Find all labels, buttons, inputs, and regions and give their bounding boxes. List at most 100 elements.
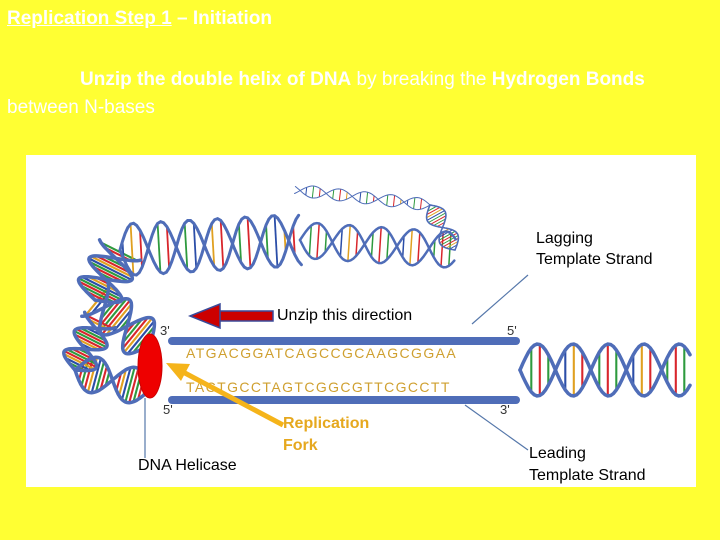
- base-pair-rung: [126, 320, 155, 355]
- base-pair-rung: [338, 189, 342, 201]
- subtitle-part-2: by breaking the: [351, 69, 492, 90]
- base-pair-rung: [73, 330, 107, 349]
- base-pair-rung: [428, 212, 446, 223]
- replication-fork-label: Replication Fork: [283, 415, 374, 454]
- base-pair-rung: [426, 206, 441, 216]
- base-pair-rung: [449, 244, 458, 250]
- base-pair-rung: [210, 223, 216, 267]
- base-pair-rung: [386, 231, 390, 260]
- base-pair-rung: [94, 361, 106, 392]
- helix-backbone: [118, 214, 303, 277]
- helix-backbone: [76, 238, 135, 302]
- base-pair-rung: [81, 276, 122, 298]
- unzip-direction-arrow: [187, 302, 274, 330]
- base-pair-rung: [355, 231, 359, 257]
- base-pair-rung: [400, 199, 402, 205]
- dna-helicase-label: DNA Helicase: [138, 457, 237, 474]
- base-pair-rung: [90, 255, 133, 278]
- base-pair-rung: [359, 192, 362, 203]
- bottom-strand-left-end: 5': [163, 402, 173, 417]
- base-pair-rung: [156, 223, 162, 273]
- base-pair-rung: [88, 257, 133, 281]
- subtitle-part-4: between N-bases: [7, 97, 155, 118]
- base-pair-rung: [115, 372, 123, 391]
- base-pair-rung: [427, 205, 437, 212]
- slide-title: Replication Step 1 – Initiation: [7, 8, 272, 30]
- helix-backbone: [62, 310, 109, 372]
- base-pair-rung: [66, 348, 97, 365]
- base-pair-rung: [63, 350, 97, 369]
- top-strand-left-end: 3': [160, 323, 170, 338]
- base-pair-rung: [80, 284, 115, 304]
- base-pair-rung: [87, 275, 119, 293]
- base-pair-rung: [305, 187, 308, 196]
- helix-backbone: [80, 297, 152, 356]
- base-pair-rung: [438, 230, 456, 241]
- base-pair-rung: [128, 368, 140, 403]
- base-pair-rung: [378, 227, 382, 264]
- base-pair-rung: [124, 367, 136, 403]
- base-pair-rung: [75, 328, 108, 346]
- base-pair-rung: [318, 188, 321, 197]
- base-pair-rung: [311, 185, 315, 199]
- base-pair-rung: [118, 369, 127, 396]
- helix-backbone: [294, 185, 431, 208]
- base-pair-rung: [89, 261, 130, 283]
- base-pair-rung: [433, 218, 446, 226]
- subtitle-part-1: Unzip the double helix of DNA: [80, 69, 352, 90]
- base-pair-rung: [246, 217, 252, 268]
- base-pair-rung: [316, 223, 320, 259]
- base-pair-rung: [426, 210, 445, 221]
- base-pair-rung: [419, 198, 423, 210]
- helix-backbone: [118, 213, 301, 276]
- base-pair-rung: [406, 200, 409, 205]
- base-pair-rung: [409, 229, 413, 265]
- base-pair-rung: [413, 197, 416, 209]
- slide-subtitle: Unzip the double helix of DNA by breakin…: [7, 66, 717, 122]
- helix-backbone: [429, 204, 456, 251]
- base-pair-rung: [63, 353, 95, 371]
- base-pair-rung: [370, 232, 374, 258]
- helix-backbone: [518, 342, 692, 398]
- base-pair-rung: [90, 358, 102, 393]
- replication-fork-arrow: [166, 363, 285, 428]
- base-pair-rung: [92, 265, 124, 283]
- base-pair-rung: [439, 229, 453, 238]
- base-pair-rung: [365, 192, 369, 204]
- unzip-direction-label: Unzip this direction: [277, 307, 412, 324]
- base-pair-rung: [439, 232, 458, 244]
- subtitle-part-3: Hydrogen Bonds: [491, 69, 645, 90]
- base-pair-rung: [386, 194, 389, 206]
- base-pair-rung: [65, 357, 91, 372]
- base-pair-rung: [123, 317, 153, 353]
- base-pair-rung: [76, 337, 100, 351]
- leading-pointer-line: [464, 404, 529, 451]
- base-pair-rung: [80, 327, 106, 342]
- helix-backbone: [298, 221, 457, 267]
- base-pair-rung: [292, 225, 296, 255]
- base-pair-rung: [372, 195, 375, 202]
- lagging-pointer-line: [471, 274, 529, 325]
- leading-template-label: Leading Template Strand: [529, 445, 646, 484]
- base-pair-rung: [417, 232, 421, 263]
- base-pair-rung: [339, 228, 343, 257]
- helix-backbones: [62, 185, 692, 405]
- base-pair-rung: [166, 226, 170, 269]
- base-pair-rung: [265, 224, 269, 259]
- lagging-template-label: Lagging Template Strand: [536, 230, 653, 268]
- base-pair-rung: [401, 236, 405, 258]
- base-pair-rung: [273, 215, 279, 268]
- base-pair-rung: [95, 254, 130, 274]
- base-pair-rung: [99, 365, 108, 390]
- base-pair-rung: [183, 223, 189, 270]
- slide-title-rest: – Initiation: [171, 8, 272, 29]
- base-pair-rung: [78, 280, 121, 303]
- base-pair-rung: [121, 316, 149, 350]
- base-pair-rung: [332, 189, 335, 199]
- base-pair-rung: [80, 359, 90, 386]
- helix-backbone: [294, 186, 431, 211]
- base-pair-rung: [308, 225, 313, 256]
- base-pair-rung: [437, 222, 445, 227]
- dna-helicase-shape: [137, 333, 163, 399]
